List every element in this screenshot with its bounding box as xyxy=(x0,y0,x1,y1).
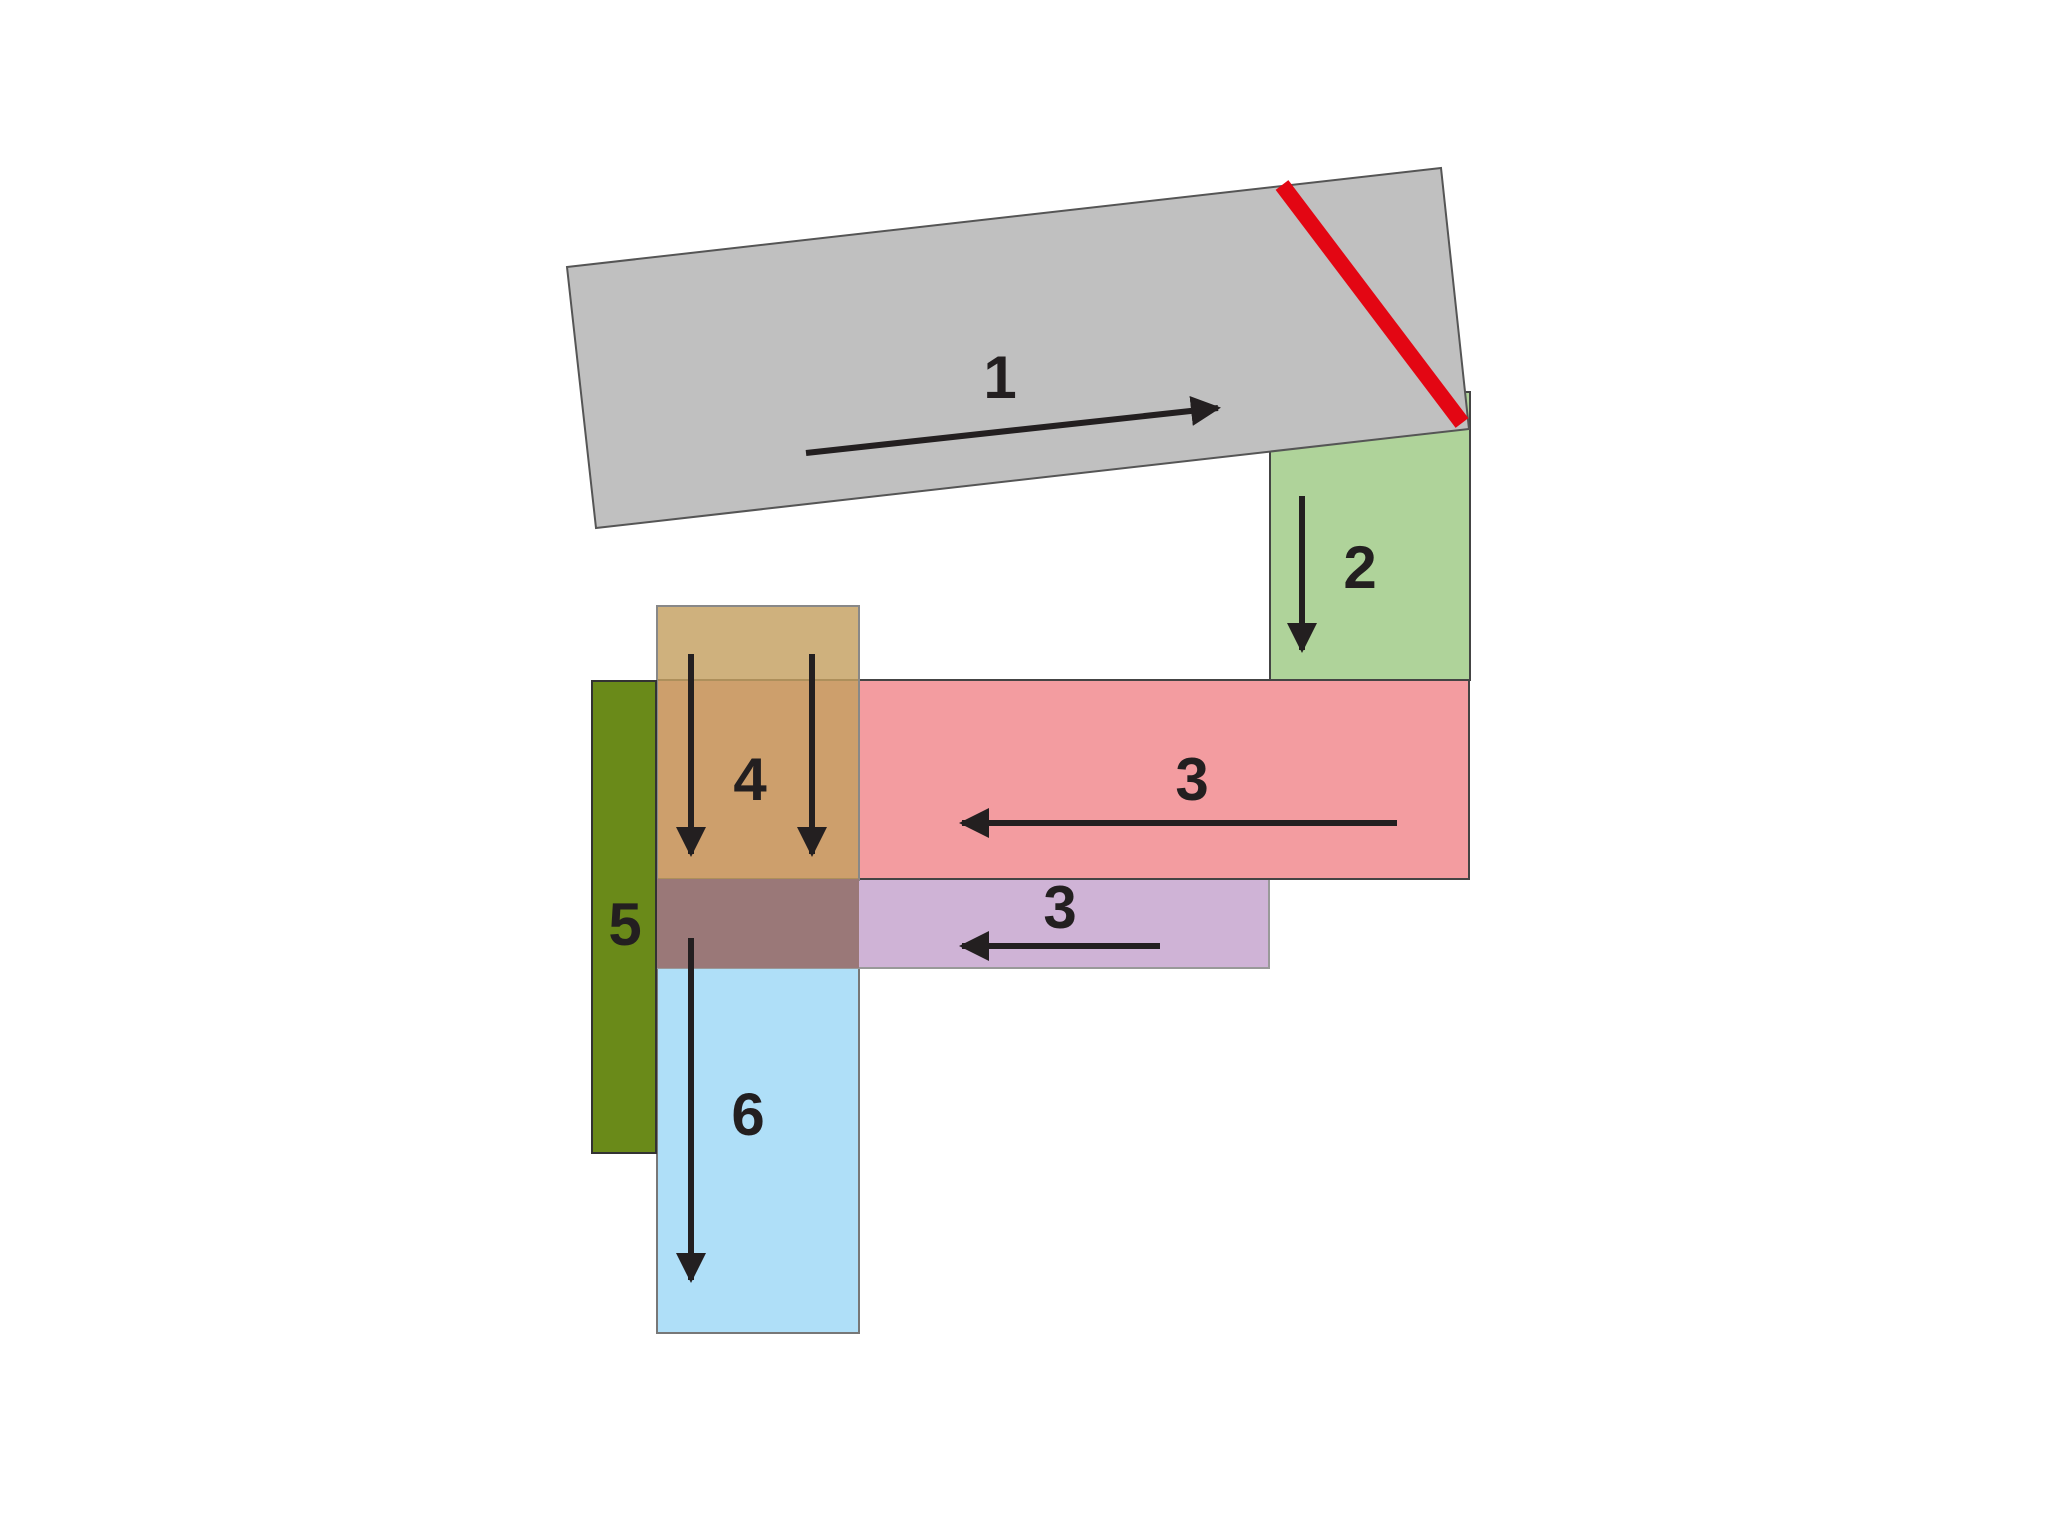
block-4 xyxy=(656,605,860,881)
cut-line xyxy=(1275,180,1469,428)
label-block-3-upper: 3 xyxy=(1175,746,1208,813)
block-6 xyxy=(656,962,860,1334)
block-5 xyxy=(591,680,657,1154)
block-1 xyxy=(565,166,1471,530)
label-block-6: 6 xyxy=(731,1081,764,1148)
label-block-4: 4 xyxy=(733,746,767,813)
arrow-block-1 xyxy=(805,396,1221,456)
label-block-3-lower: 3 xyxy=(1043,874,1076,941)
block-4-6-overlap xyxy=(657,879,859,968)
label-block-5: 5 xyxy=(608,891,641,958)
label-block-1: 1 xyxy=(983,344,1016,411)
label-block-2: 2 xyxy=(1343,534,1376,601)
